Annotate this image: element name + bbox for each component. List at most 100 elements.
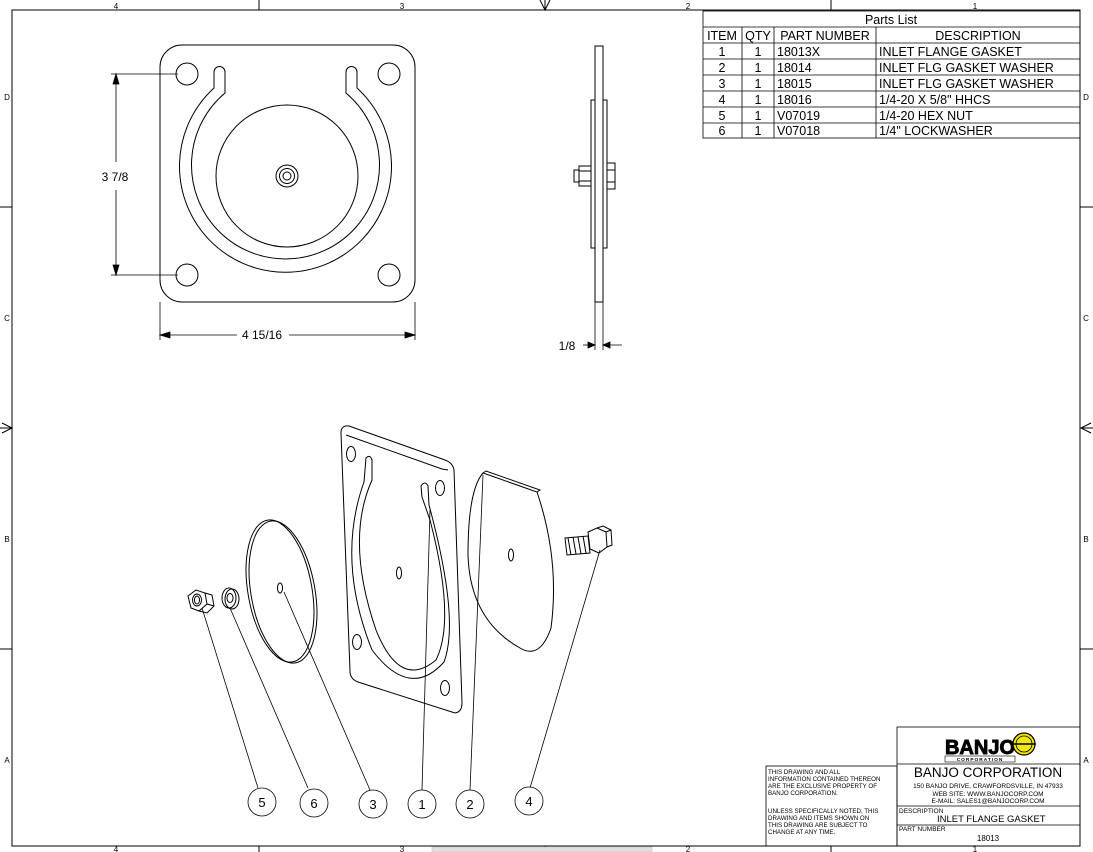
logo-wordmark: BANJO xyxy=(945,737,1015,759)
zone-label-right: A xyxy=(1083,756,1089,765)
parts-list-cell: 1 xyxy=(719,45,726,59)
parts-list-cell: INLET FLANGE GASKET xyxy=(879,45,1022,59)
bolt-hole xyxy=(377,62,401,86)
zone-labels-bottom: 4 3 2 1 xyxy=(114,845,978,852)
parts-list-cell: 18015 xyxy=(777,77,812,91)
parts-list-title: Parts List xyxy=(865,13,918,27)
property-note-line: THIS DRAWING AND ALL xyxy=(768,769,841,776)
gasket-slot-ring xyxy=(179,66,392,273)
parts-list-cell: INLET FLG GASKET WASHER xyxy=(879,77,1054,91)
title-block xyxy=(765,726,1081,847)
part-number-label: PART NUMBER xyxy=(899,826,946,833)
horizontal-scrollbar[interactable] xyxy=(431,846,653,852)
gasket-plate xyxy=(340,425,463,714)
change-note-line: THIS DRAWING ARE SUBJECT TO xyxy=(768,822,868,829)
parts-list-table xyxy=(702,10,1081,139)
balloon-label: 6 xyxy=(310,796,317,811)
zone-label-top: 3 xyxy=(400,2,405,11)
balloon xyxy=(514,786,544,816)
parts-list-cell: 1 xyxy=(755,109,762,123)
zone-label-right: D xyxy=(1083,93,1089,102)
title-block-text: BANJO CORPORATION 150 BANJO DRIVE, CRAWF… xyxy=(768,765,1063,843)
balloon xyxy=(247,787,277,817)
gasket-edge xyxy=(594,45,604,303)
company-website: WEB SITE: WWW.BANJOCORP.COM xyxy=(932,791,1043,798)
parts-list-cell: 18016 xyxy=(777,93,812,107)
zone-label-left: D xyxy=(4,93,10,102)
thickness-dimension xyxy=(583,302,622,350)
parts-list-cell: 6 xyxy=(719,124,726,138)
washer-edge-left xyxy=(590,99,596,249)
logo-subtitle: CORPORATION xyxy=(957,757,1004,763)
company-email: E-MAIL: SALES1@BANJOCORP.COM xyxy=(931,798,1044,805)
thickness-dimension-label: 1/8 xyxy=(559,339,576,353)
balloons xyxy=(247,786,544,819)
parts-list-cell: 1 xyxy=(755,124,762,138)
lockwasher xyxy=(221,587,240,610)
parts-list-cell: V07019 xyxy=(777,109,820,123)
center-hole xyxy=(282,171,292,181)
balloon-leaders xyxy=(201,474,601,791)
hex-bolt xyxy=(564,525,613,556)
parts-list-cell: 3 xyxy=(719,77,726,91)
washer-edge-right xyxy=(602,99,608,249)
property-note-line: ARE THE EXCLUSIVE PROPERTY OF xyxy=(768,783,877,790)
parts-list-cell: INLET FLG GASKET WASHER xyxy=(879,61,1054,75)
zone-labels-right: D C B A xyxy=(1083,93,1089,765)
balloon xyxy=(407,789,437,819)
parts-list-cell: 18013X xyxy=(777,45,821,59)
gasket-outline xyxy=(159,44,416,303)
zone-label-bottom: 2 xyxy=(686,845,691,852)
description-label: DESCRIPTION xyxy=(899,808,944,815)
change-note-line: CHANGE AT ANY TIME. xyxy=(768,829,836,836)
bolt-hole xyxy=(377,263,401,287)
parts-list-cell: 18014 xyxy=(777,61,812,75)
balloon xyxy=(358,789,388,819)
exploded-view xyxy=(187,425,613,714)
parts-list-text: Parts List ITEM QTY PART NUMBER DESCRIPT… xyxy=(707,13,1054,138)
zone-label-left: C xyxy=(4,314,10,323)
zone-labels-left: D C B A xyxy=(4,93,10,765)
company-address: 150 BANJO DRIVE, CRAWFORDSVILLE, IN 4793… xyxy=(913,783,1063,790)
balloon-label: 1 xyxy=(418,797,425,812)
parts-list-cell: 1 xyxy=(755,93,762,107)
balloon xyxy=(299,788,329,818)
zone-labels-top: 4 3 2 1 xyxy=(114,2,978,11)
center-boss xyxy=(275,164,299,188)
zone-label-top: 2 xyxy=(686,2,691,11)
washer-face xyxy=(215,104,359,248)
width-dimension xyxy=(158,302,417,340)
balloon-label: 4 xyxy=(525,794,532,809)
balloon xyxy=(455,789,485,819)
width-dimension-label: 4 15/16 xyxy=(242,328,282,342)
parts-list-header: PART NUMBER xyxy=(780,29,870,43)
change-note-line: UNLESS SPECIFICALLY NOTED, THIS xyxy=(768,808,878,815)
zone-label-left: A xyxy=(4,756,10,765)
zone-label-right: C xyxy=(1083,314,1089,323)
zone-label-top: 4 xyxy=(114,2,119,11)
side-view xyxy=(573,45,616,303)
zone-label-bottom: 3 xyxy=(400,845,405,852)
banjo-logo: BANJO CORPORATION xyxy=(945,732,1036,763)
description-value: INLET FLANGE GASKET xyxy=(937,814,1046,825)
property-note-line: BANJO CORPORATION. xyxy=(768,790,838,797)
balloon-label: 2 xyxy=(466,797,473,812)
washer-disc-3 xyxy=(245,519,318,664)
zone-label-top: 1 xyxy=(973,2,978,11)
center-boss-inner xyxy=(279,168,295,184)
parts-list-cell: 1 xyxy=(755,45,762,59)
balloon-label: 5 xyxy=(258,795,265,810)
bolt-hole xyxy=(175,62,199,86)
zone-label-right: B xyxy=(1083,535,1088,544)
parts-list-cell: 1 xyxy=(755,77,762,91)
property-note-line: INFORMATION CONTAINED THEREON xyxy=(768,776,880,783)
part-number-value: 18013 xyxy=(977,834,1000,843)
parts-list-cell: 1/4-20 X 5/8" HHCS xyxy=(879,93,990,107)
parts-list-cell: 1/4-20 HEX NUT xyxy=(879,109,973,123)
washer-disc-2 xyxy=(467,470,554,652)
bolt-hole xyxy=(175,263,199,287)
company-name: BANJO CORPORATION xyxy=(914,765,1062,780)
parts-list-header: ITEM xyxy=(707,29,737,43)
parts-list-cell: 4 xyxy=(719,93,726,107)
